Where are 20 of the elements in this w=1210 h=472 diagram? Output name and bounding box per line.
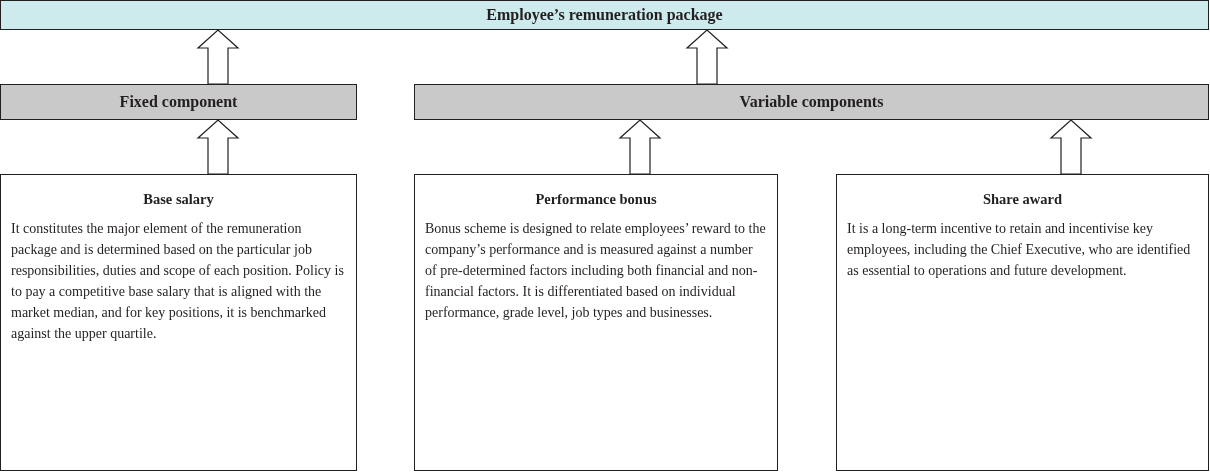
heading: Base salary [142, 191, 215, 208]
block-arrow [196, 29, 240, 85]
heading: Share award [981, 191, 1064, 208]
heading: Employee’s remuneration package [486, 6, 723, 24]
description-card [0, 174, 357, 471]
block-arrow [196, 119, 240, 175]
description-text: It is a long-term incentive to retain and incentivise key employees, including the Chief Executive, who are identified as essential to operations and future development. [847, 220, 1192, 280]
heading: Performance bonus [534, 191, 658, 208]
description-card [836, 174, 1209, 471]
description-card [414, 174, 778, 471]
description-text: It constitutes the major element of the remuneration package and is determined based on the particular job responsibilities, duties and scope of each position. Policy is to pay a competitive base salary that is aligned with the market median, and for key positions, it is benchmarked against the upper quartile. [11, 220, 345, 343]
category-band [414, 84, 1209, 120]
heading: Variable components [739, 93, 884, 111]
heading: Fixed component [119, 93, 238, 111]
title-banner [0, 0, 1209, 30]
category-band [0, 84, 357, 120]
description-text: Bonus scheme is designed to relate employees’ reward to the company’s performance and is measured against a number of pre-determined factors including both financial and non-financial factors. It is differentiated based on individual performance, grade level, job types and businesses. [425, 220, 767, 322]
block-arrow [618, 119, 662, 175]
block-arrow [685, 29, 729, 85]
block-arrow [1049, 119, 1093, 175]
